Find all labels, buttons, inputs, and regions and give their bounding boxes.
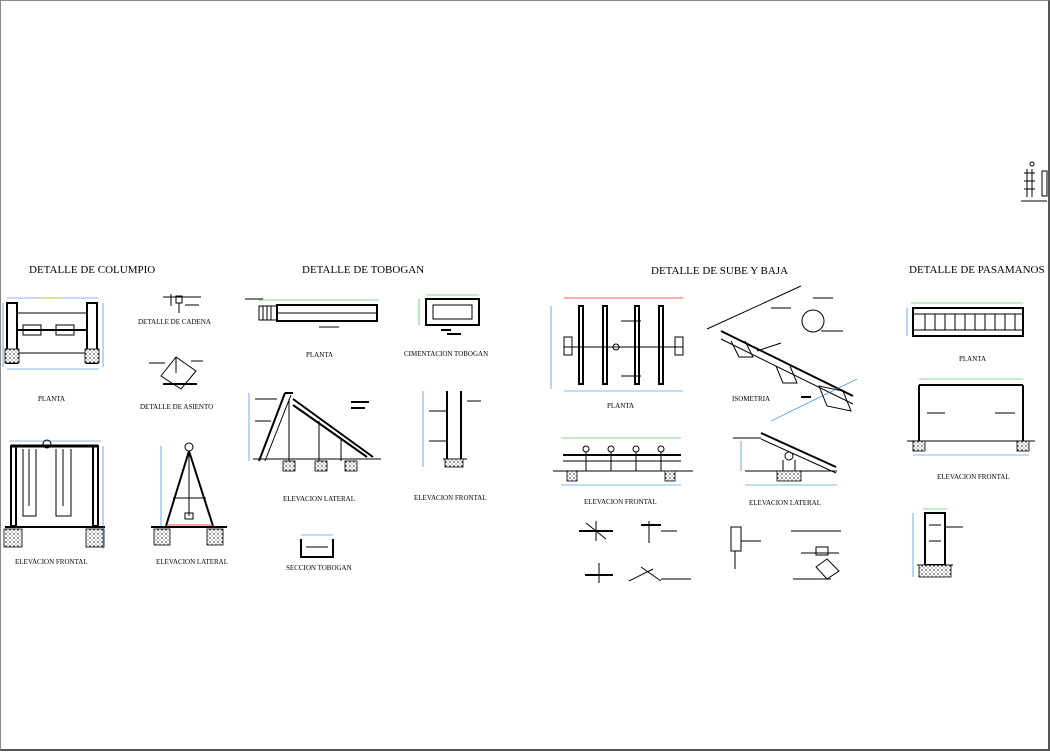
- label-seccion-tobogan: SECCION TOBOGAN: [286, 564, 352, 572]
- label-pasamanos-planta: PLANTA: [959, 355, 986, 363]
- label-sube-elev-frontal: ELEVACION FRONTAL: [584, 498, 657, 506]
- columpio-elevacion-lateral-drawing: [151, 442, 227, 546]
- cimentacion-tobogan-drawing: [418, 294, 480, 335]
- label-tobogan-planta: PLANTA: [306, 351, 333, 359]
- label-sube-elev-lateral: ELEVACION LATERAL: [749, 499, 821, 507]
- label-columpio-planta: PLANTA: [38, 395, 65, 403]
- label-isometria: ISOMETRIA: [732, 395, 770, 403]
- detalle-cadena-drawing: [163, 294, 201, 313]
- label-detalle-asiento: DETALLE DE ASIENTO: [140, 403, 213, 411]
- sube-baja-details-drawing: [579, 521, 691, 583]
- label-cimentacion-tobogan: CIMENTACION TOBOGAN: [404, 350, 488, 358]
- sube-baja-details-2-drawing: [730, 526, 841, 580]
- north-arrow-icon: [1024, 161, 1048, 197]
- detalle-asiento-drawing: [149, 356, 203, 390]
- label-columpio-elev-frontal: ELEVACION FRONTAL: [15, 558, 88, 566]
- label-tobogan-elev-frontal: ELEVACION FRONTAL: [414, 494, 487, 502]
- pasamanos-elevacion-frontal-drawing: [907, 378, 1035, 456]
- label-sube-planta: PLANTA: [607, 402, 634, 410]
- title-columpio: DETALLE DE COLUMPIO: [29, 264, 155, 276]
- columpio-elevacion-frontal-drawing: [3, 439, 105, 549]
- columpio-planta-drawing: [2, 297, 104, 370]
- isometria-drawing: [706, 285, 858, 422]
- tobogan-planta-drawing: [245, 298, 379, 328]
- title-tobogan: DETALLE DE TOBOGAN: [302, 264, 424, 276]
- pasamanos-planta-drawing: [906, 302, 1024, 337]
- label-pasamanos-elev-frontal: ELEVACION FRONTAL: [937, 473, 1010, 481]
- title-pasamanos: DETALLE DE PASAMANOS: [909, 264, 1045, 276]
- label-tobogan-elev-lateral: ELEVACION LATERAL: [283, 495, 355, 503]
- tobogan-elevacion-frontal-drawing: [422, 391, 481, 468]
- seccion-tobogan-drawing: [300, 534, 334, 558]
- label-columpio-elev-lateral: ELEVACION LATERAL: [156, 558, 228, 566]
- title-sube-baja: DETALLE DE SUBE Y BAJA: [651, 265, 788, 277]
- label-detalle-cadena: DETALLE DE CADENA: [138, 318, 211, 326]
- sube-baja-elevacion-frontal-drawing: [553, 437, 693, 486]
- sube-baja-planta-drawing: [550, 297, 684, 392]
- sube-baja-elevacion-lateral-drawing: [733, 432, 837, 486]
- pasamanos-column-detail-drawing: [912, 508, 963, 578]
- tobogan-elevacion-lateral-drawing: [248, 392, 381, 472]
